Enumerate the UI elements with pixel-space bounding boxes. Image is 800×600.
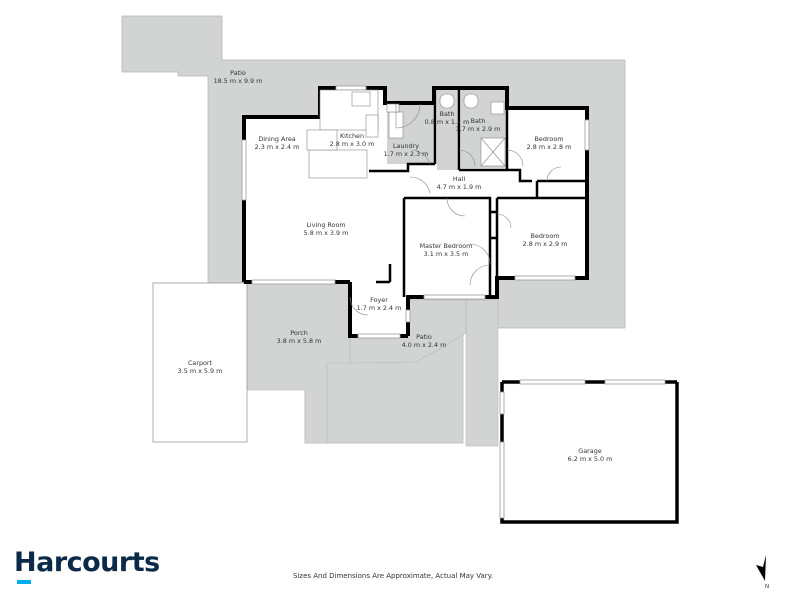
garage bbox=[499, 379, 679, 524]
windows bbox=[241, 85, 590, 339]
compass-label: N bbox=[765, 584, 770, 590]
brand-logo: Harcourts bbox=[14, 547, 160, 578]
walkway-area bbox=[465, 299, 499, 447]
disclaimer-text: Sizes And Dimensions Are Approximate, Ac… bbox=[293, 572, 494, 580]
bath-small-area bbox=[437, 90, 459, 170]
interior-walls bbox=[369, 90, 587, 297]
kitchen-benches bbox=[306, 89, 379, 179]
brand-accent-bar bbox=[17, 580, 31, 584]
north-arrow-icon bbox=[756, 555, 766, 581]
carport-area bbox=[152, 282, 248, 443]
